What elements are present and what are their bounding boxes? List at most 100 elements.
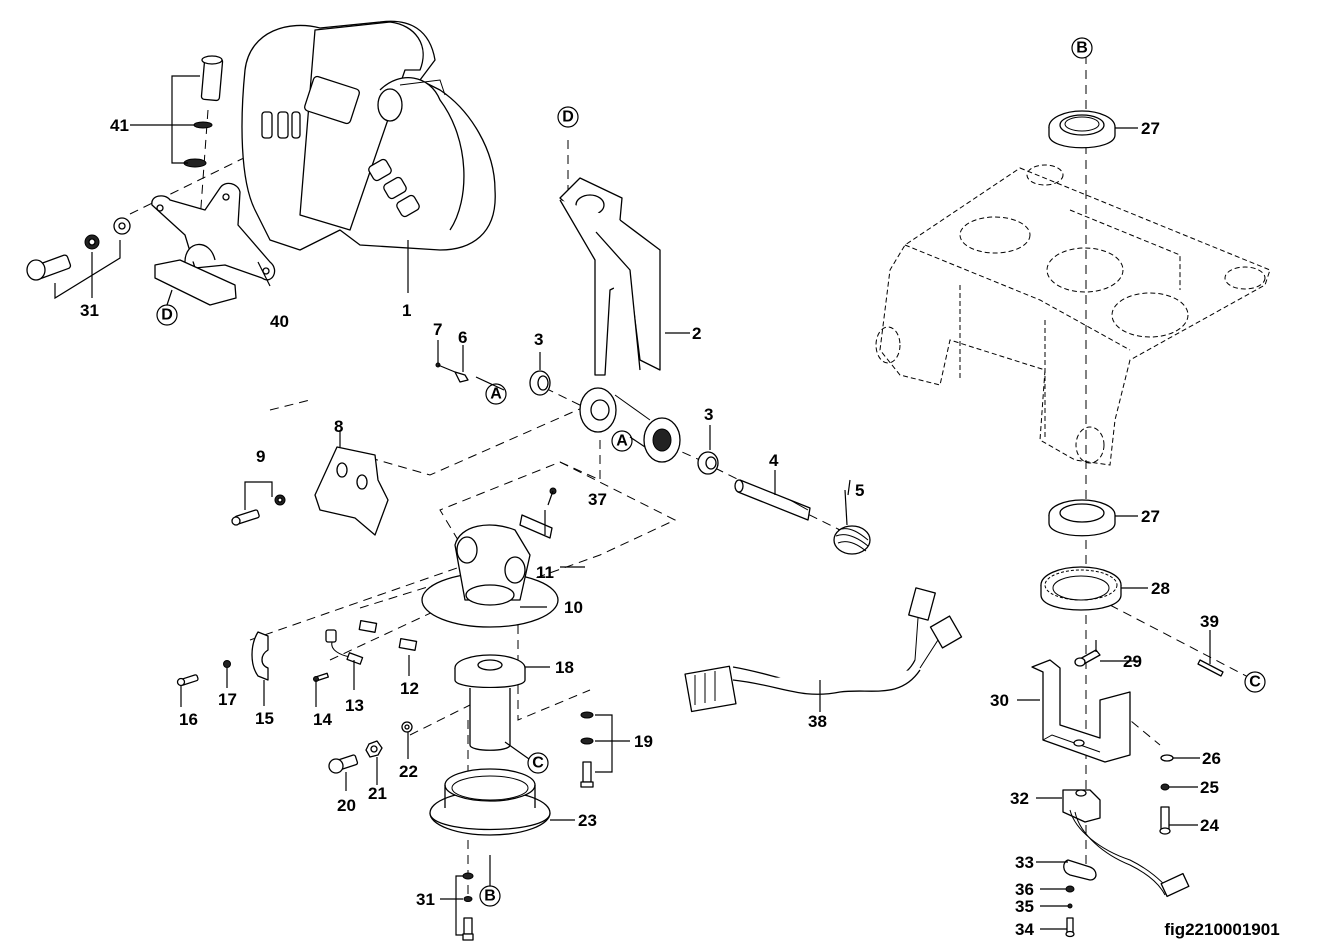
part-18-column[interactable]	[454, 654, 526, 751]
callout-41[interactable]: 41	[110, 116, 129, 135]
part-36-washer[interactable]	[1065, 885, 1075, 893]
part-40-bracket[interactable]	[151, 182, 276, 306]
callout-2[interactable]: 2	[692, 324, 701, 343]
part-37-screw[interactable]	[547, 487, 557, 506]
callout-8[interactable]: 8	[334, 417, 343, 436]
part-29-lever[interactable]	[1074, 640, 1101, 667]
part-13-sensor[interactable]	[325, 629, 364, 665]
part-32-sensor[interactable]	[1062, 789, 1190, 898]
part-8-cover[interactable]	[314, 446, 389, 536]
part-17-washer[interactable]	[223, 660, 231, 668]
callout-20[interactable]: 20	[337, 796, 356, 815]
callout-27[interactable]: 27	[1141, 119, 1160, 138]
callout-34[interactable]: 34	[1015, 920, 1034, 939]
part-7-screw[interactable]	[435, 362, 456, 373]
callout-14[interactable]: 14	[313, 710, 332, 729]
ref-marker-d[interactable]: D	[557, 106, 579, 128]
callout-39[interactable]: 39	[1200, 612, 1219, 631]
part-25-washer[interactable]	[1160, 783, 1170, 791]
ref-marker-a[interactable]: A	[485, 383, 507, 405]
part-5-spring[interactable]	[833, 489, 871, 555]
part-3-bushing-right[interactable]	[697, 451, 719, 475]
callout-33[interactable]: 33	[1015, 853, 1034, 872]
ref-marker-b[interactable]: B	[479, 885, 501, 907]
ref-marker-d[interactable]: D	[156, 304, 178, 326]
callout-36[interactable]: 36	[1015, 880, 1034, 899]
callout-28[interactable]: 28	[1151, 579, 1170, 598]
part-21-nut[interactable]	[365, 740, 383, 758]
callout-6[interactable]: 6	[458, 328, 467, 347]
part-9-bolt-washer[interactable]	[231, 494, 286, 526]
callout-23[interactable]: 23	[578, 811, 597, 830]
callout-24[interactable]: 24	[1200, 816, 1219, 835]
part-4-shaft[interactable]	[734, 479, 811, 521]
callout-3[interactable]: 3	[704, 405, 713, 424]
callout-10[interactable]: 10	[564, 598, 583, 617]
part-27-bearing-top[interactable]	[1048, 110, 1116, 149]
ref-marker-a[interactable]: A	[611, 430, 633, 452]
part-24-screw[interactable]	[1159, 806, 1171, 835]
callout-32[interactable]: 32	[1010, 789, 1029, 808]
ref-marker-c[interactable]: C	[527, 752, 549, 774]
callout-15[interactable]: 15	[255, 709, 274, 728]
callout-30[interactable]: 30	[990, 691, 1009, 710]
part-22-washer[interactable]	[401, 721, 413, 733]
callout-38[interactable]: 38	[808, 712, 827, 731]
callout-18[interactable]: 18	[555, 658, 574, 677]
callout-31[interactable]: 31	[80, 301, 99, 320]
callout-17[interactable]: 17	[218, 690, 237, 709]
part-11-block[interactable]	[519, 514, 553, 539]
callout-40[interactable]: 40	[270, 312, 289, 331]
part-28-gear-ring[interactable]	[1040, 566, 1122, 611]
part-3-bushing-left[interactable]	[529, 370, 551, 396]
part-35-washer[interactable]	[1067, 903, 1073, 909]
part-41-screw-washers[interactable]	[183, 55, 224, 168]
reference-markers: A A B B C C D D	[156, 37, 1266, 907]
part-6-clip[interactable]	[454, 371, 469, 383]
part-handle[interactable]	[241, 20, 496, 251]
part-38-wiring-harness[interactable]	[684, 587, 963, 713]
callout-5[interactable]: 5	[855, 481, 864, 500]
svg-text:D: D	[562, 109, 574, 126]
callout-7[interactable]: 7	[433, 320, 442, 339]
callout-21[interactable]: 21	[368, 784, 387, 803]
part-arm[interactable]	[559, 177, 681, 463]
callout-22[interactable]: 22	[399, 762, 418, 781]
ref-marker-b[interactable]: B	[1071, 37, 1093, 59]
part-15-clamp[interactable]	[251, 631, 269, 681]
callout-11[interactable]: 11	[536, 563, 554, 582]
callout-27[interactable]: 27	[1141, 507, 1160, 526]
callout-4[interactable]: 4	[769, 451, 779, 470]
part-31-bolt-washers-top[interactable]	[26, 217, 131, 281]
svg-text:A: A	[616, 433, 628, 450]
part-26-washer[interactable]	[1160, 754, 1174, 762]
part-10-pivot-housing[interactable]	[421, 524, 559, 628]
part-34-screw[interactable]	[1065, 917, 1075, 938]
part-31-bolt-washers-bottom[interactable]	[462, 872, 474, 941]
part-30-bracket[interactable]	[1031, 659, 1131, 763]
callout-9[interactable]: 9	[256, 447, 265, 466]
part-19-bolt-washers[interactable]	[580, 711, 594, 788]
part-33-gasket[interactable]	[1063, 859, 1097, 881]
part-23-base[interactable]	[429, 768, 551, 836]
callout-29[interactable]: 29	[1123, 652, 1142, 671]
part-12-pad[interactable]	[358, 620, 418, 651]
callout-25[interactable]: 25	[1200, 778, 1219, 797]
callout-19[interactable]: 19	[634, 732, 653, 751]
callout-35[interactable]: 35	[1015, 897, 1034, 916]
callout-26[interactable]: 26	[1202, 749, 1221, 768]
part-27-bearing-bottom[interactable]	[1048, 499, 1116, 537]
callout-37[interactable]: 37	[588, 490, 607, 509]
callout-3[interactable]: 3	[534, 330, 543, 349]
ref-marker-c[interactable]: C	[1244, 671, 1266, 693]
callout-1[interactable]: 1	[402, 301, 411, 320]
part-39-pin[interactable]	[1197, 659, 1224, 677]
callout-16[interactable]: 16	[179, 710, 198, 729]
callout-12[interactable]: 12	[400, 679, 419, 698]
leader-lines	[54, 75, 1211, 936]
part-20-bolt[interactable]	[328, 754, 359, 774]
callout-31[interactable]: 31	[416, 890, 435, 909]
part-16-bolt[interactable]	[176, 674, 199, 687]
callout-13[interactable]: 13	[345, 696, 364, 715]
